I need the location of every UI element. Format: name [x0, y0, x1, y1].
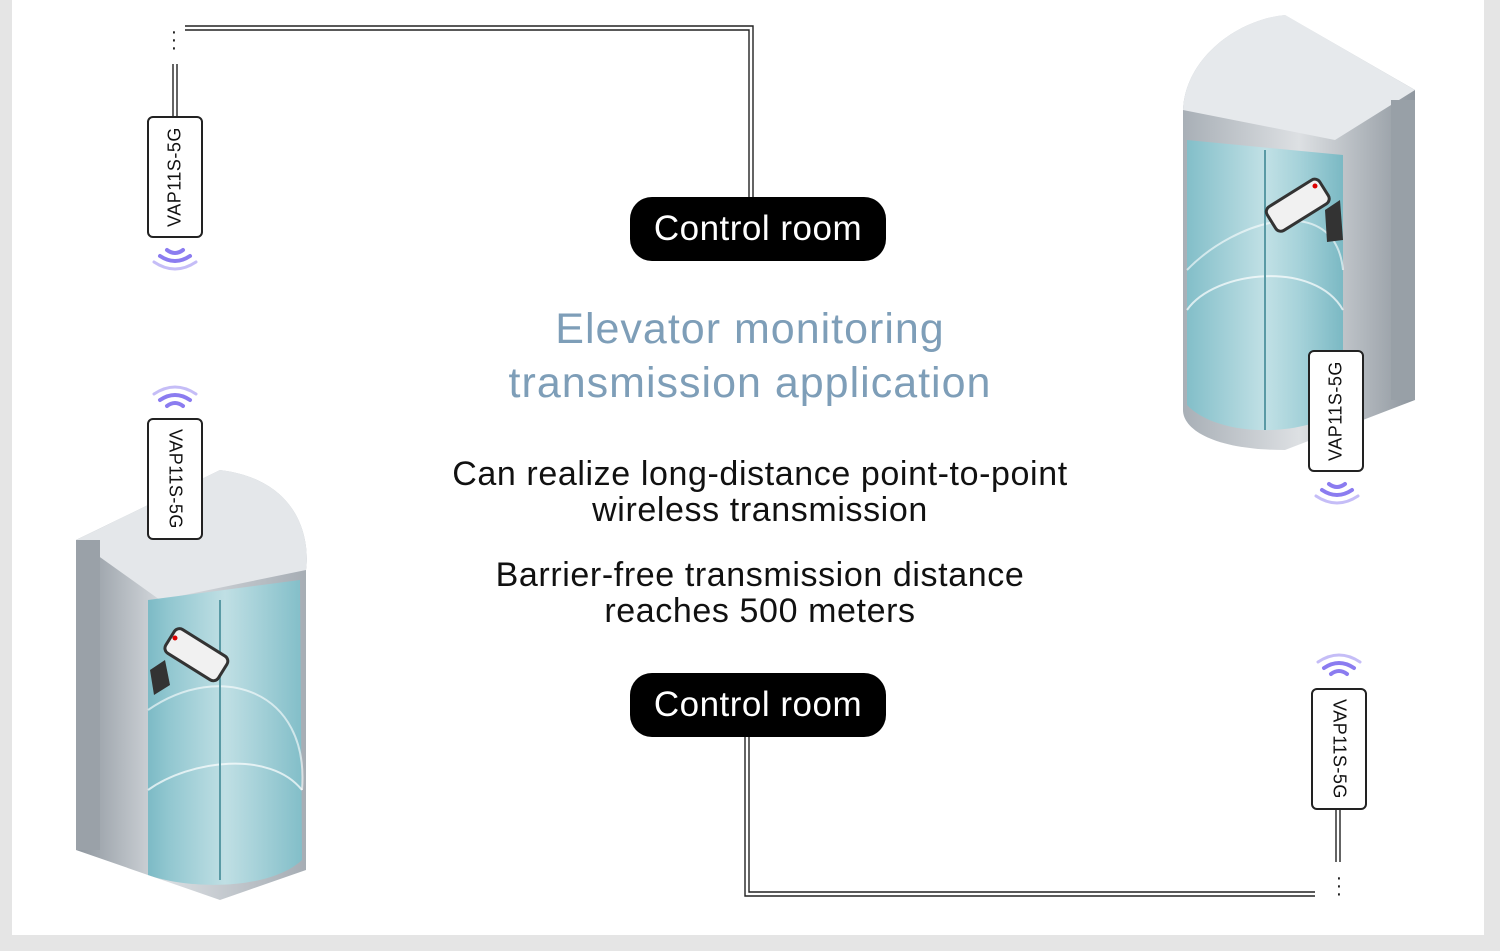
elevator-left — [76, 470, 307, 900]
camera-right — [1264, 177, 1343, 242]
wifi-icon — [1314, 482, 1360, 505]
cable-top — [185, 25, 754, 200]
title-line-1: Elevator monitoring — [555, 305, 945, 353]
device-label: VAP11S-5G — [165, 429, 186, 529]
desc-line: reaches 500 meters — [604, 592, 916, 630]
ellipsis-top-left: ··· — [170, 21, 178, 59]
elevator-right — [1183, 15, 1415, 450]
title-line-2: transmission application — [508, 359, 992, 407]
device-label: VAP11S-5G — [1325, 361, 1346, 461]
description-range: Barrier-free transmission distance reach… — [380, 557, 1140, 629]
device-vap11s-right-upper: VAP11S-5G — [1308, 350, 1364, 472]
wifi-icon — [152, 385, 198, 408]
control-room-bottom: Control room — [630, 673, 886, 737]
control-room-label: Control room — [653, 685, 863, 724]
desc-line: Barrier-free transmission distance — [495, 556, 1025, 594]
device-vap11s-bottom-right: VAP11S-5G — [1311, 688, 1367, 810]
wifi-icon — [152, 248, 198, 271]
device-label: VAP11S-5G — [1329, 699, 1350, 799]
device-label: VAP11S-5G — [164, 127, 185, 227]
page-title: Elevator monitoring transmission applica… — [450, 302, 1050, 410]
camera-left — [150, 627, 230, 695]
description-distance: Can realize long-distance point-to-point… — [380, 456, 1140, 528]
device-vap11s-mid-left: VAP11S-5G — [147, 418, 203, 540]
cable-bottom — [744, 736, 1315, 897]
desc-line: Can realize long-distance point-to-point — [452, 455, 1068, 493]
control-room-label: Control room — [653, 209, 863, 248]
device-vap11s-top-left: VAP11S-5G — [147, 116, 203, 238]
ellipsis-bottom-right: ··· — [1335, 867, 1343, 905]
desc-line: wireless transmission — [592, 491, 928, 529]
wifi-icon — [1316, 653, 1362, 676]
control-room-top: Control room — [630, 197, 886, 261]
